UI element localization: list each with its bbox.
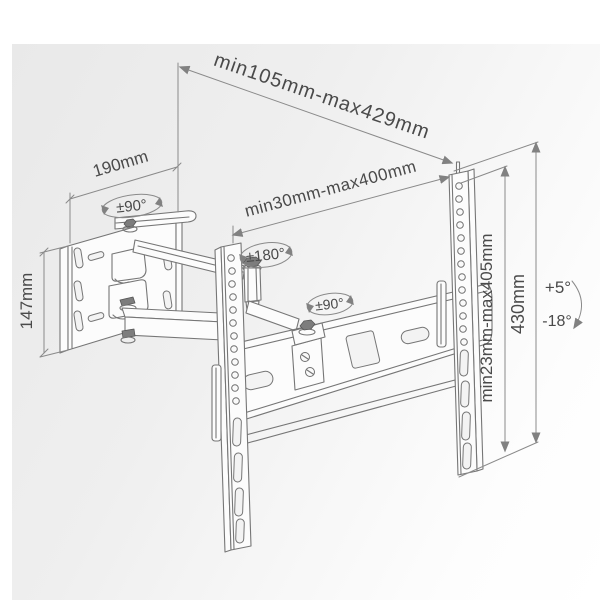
label-arm-swivel-angle: ±180°	[245, 245, 286, 266]
label-tilt-up-angle: +5°	[545, 278, 571, 297]
swivel-pivot-90	[291, 319, 326, 346]
swivel-indicator-lower	[306, 292, 354, 316]
right-vesa-rail	[436, 161, 484, 476]
label-arm-extension-range: min105mm-max429mm	[211, 49, 433, 144]
label-vesa-width-range: min30mm-max400mm	[243, 157, 419, 221]
left-vesa-rail	[211, 242, 252, 553]
right-rail-holes	[455, 182, 468, 346]
dim-line-vesa-width	[231, 175, 451, 237]
dim-line-plate-width	[69, 166, 178, 200]
crossbar	[236, 283, 493, 445]
label-top-swivel-angle: ±90°	[115, 196, 148, 216]
tilt-arc-arrow	[571, 280, 583, 330]
label-vesa-height-range: min23mm-max405mm	[477, 233, 496, 402]
label-tilt-down-angle: -18°	[542, 313, 572, 330]
swivel-indicator-mid	[239, 242, 293, 268]
label-wall-plate-width: 190mm	[91, 147, 151, 181]
swivel-indicator-top	[101, 193, 163, 219]
left-rail-holes	[227, 254, 240, 405]
left-rail-slots	[232, 417, 245, 544]
label-bracket-swivel-angle: ±90°	[314, 295, 344, 314]
dim-line-extension-range	[178, 65, 454, 165]
label-wall-plate-height: 147mm	[17, 273, 36, 330]
label-rail-length: 430mm	[508, 274, 528, 334]
right-rail-slots	[459, 349, 472, 470]
top-swivel-bolt	[123, 218, 137, 228]
